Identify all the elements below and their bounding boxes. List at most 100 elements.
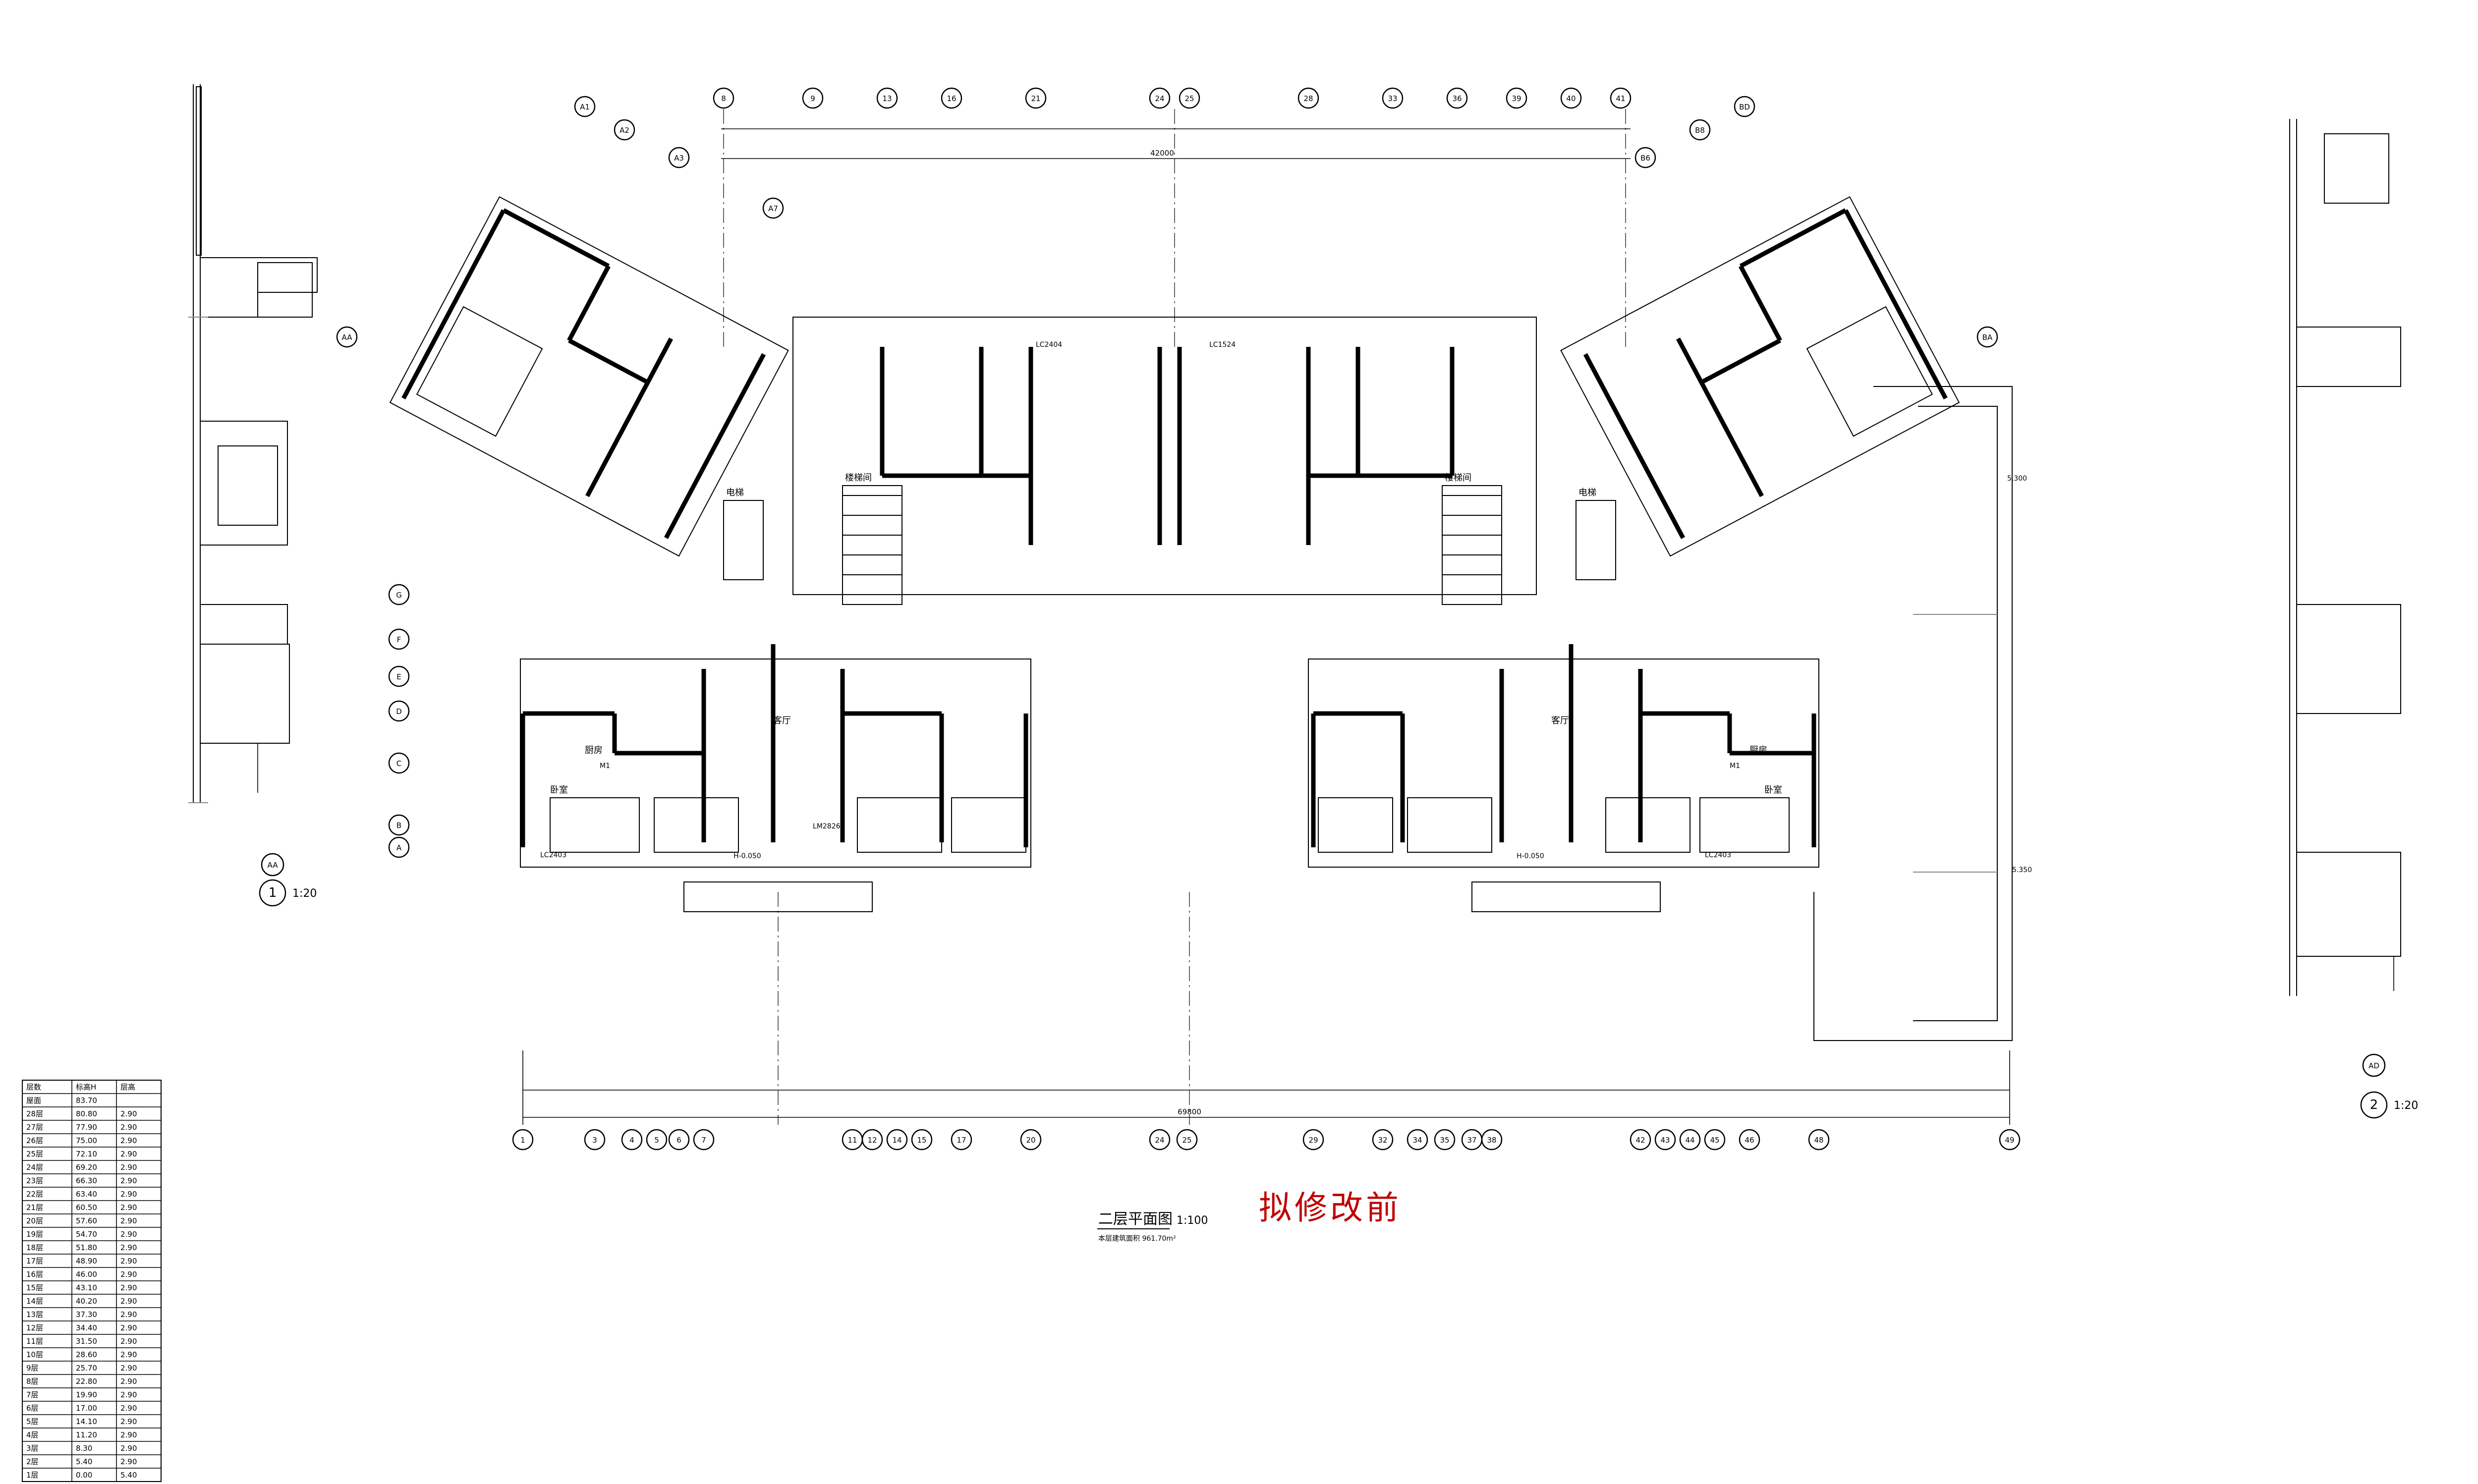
detail-1-id: 1	[269, 885, 277, 900]
floor-table-cell: 2.90	[120, 1203, 137, 1212]
top-axis-label: 40	[1566, 94, 1576, 103]
bottom-axis-label: 5	[654, 1136, 659, 1145]
left-axis-bubbles	[388, 584, 410, 858]
bottom-axis-label: 7	[701, 1136, 706, 1145]
window-tag: LC2403	[540, 851, 566, 859]
floor-table-cell: 14.10	[76, 1417, 97, 1426]
floor-table-cell: 2.90	[120, 1270, 137, 1279]
floor-table-cell: 5层	[26, 1417, 39, 1426]
floor-table-cell: 63.40	[76, 1190, 97, 1199]
floor-table-cell: 20层	[26, 1216, 43, 1225]
floor-table-cell: 22层	[26, 1190, 43, 1199]
floor-table-cell: 2.90	[120, 1123, 137, 1132]
wing-axis-bubbles	[336, 96, 1998, 348]
floor-table-cell: 2.90	[120, 1109, 137, 1118]
floor-table-cell: 16层	[26, 1270, 43, 1279]
floor-table-cell: 5.40	[120, 1471, 137, 1480]
bottom-axis-label: 14	[892, 1136, 901, 1145]
floor-table-cell: 27层	[26, 1123, 43, 1132]
floor-table-cell: 屋面	[26, 1096, 41, 1105]
floor-table-cell: 28层	[26, 1109, 43, 1118]
left-axis-label: C	[396, 759, 401, 768]
floor-table-cell: 1层	[26, 1471, 39, 1480]
floor-table-cell: 0.00	[76, 1471, 92, 1480]
floor-table-cell: 80.80	[76, 1109, 97, 1118]
floor-table-cell: 17.00	[76, 1404, 97, 1413]
top-axis-label: 13	[882, 94, 892, 103]
floor-table-cell: 51.80	[76, 1243, 97, 1252]
floor-table-cell: 2.90	[120, 1417, 137, 1426]
floor-table-cell: 66.30	[76, 1176, 97, 1185]
floor-table-cell: 2.90	[120, 1190, 137, 1199]
bottom-axis-label: 38	[1487, 1136, 1496, 1145]
top-axis-label: 39	[1512, 94, 1521, 103]
left-axis-label: E	[396, 672, 401, 681]
drawing-title: 二层平面图	[1098, 1210, 1173, 1228]
bottom-axis-label: 15	[917, 1136, 926, 1145]
floor-table-cell: 2.90	[120, 1163, 137, 1172]
detail-2-bubble	[2360, 1091, 2388, 1119]
floor-table-cell: 4层	[26, 1430, 39, 1439]
floor-table-cell: 17层	[26, 1257, 43, 1265]
floor-table-cell: 19层	[26, 1230, 43, 1239]
left-axis-label: A	[396, 843, 402, 852]
floor-table-cell: 11.20	[76, 1430, 97, 1439]
bottom-axis-label: 25	[1182, 1136, 1191, 1145]
floor-table-cell: 31.50	[76, 1337, 97, 1346]
floor-table-cell: 8.30	[76, 1444, 92, 1453]
section-detail-2	[2289, 119, 2401, 996]
room-label-stair: 楼梯间	[845, 473, 872, 483]
floor-table-cell: 23层	[26, 1176, 43, 1185]
floor-table-cell: 57.60	[76, 1216, 97, 1225]
window-tag: LC1524	[1209, 341, 1236, 349]
floor-table-cell: 9层	[26, 1364, 39, 1373]
wing-axis-label: A3	[674, 154, 684, 163]
bottom-axis-label: 20	[1026, 1136, 1035, 1145]
room-label-bedroom: 卧室	[1764, 785, 1782, 795]
bottom-axis-label: 34	[1412, 1136, 1422, 1145]
detail-1-scale: 1:20	[292, 887, 317, 900]
central-core	[723, 317, 1616, 605]
room-label-living: 客厅	[1551, 715, 1569, 726]
floor-table-cell: 2.90	[120, 1297, 137, 1306]
floor-table-cell: 2.90	[120, 1377, 137, 1386]
door-tag: M1	[600, 762, 610, 770]
floor-table-cell: 2.90	[120, 1364, 137, 1373]
floor-table-cell: 24层	[26, 1163, 43, 1172]
bottom-axis-bubbles	[512, 1129, 2021, 1151]
bottom-axis-label: 43	[1660, 1136, 1670, 1145]
drawing-scale: 1:100	[1177, 1214, 1208, 1227]
bottom-axis-label: 48	[1814, 1136, 1823, 1145]
left-axis-label: F	[397, 635, 401, 644]
floor-table-cell: 21层	[26, 1203, 43, 1212]
left-axis-label: G	[396, 591, 402, 600]
top-axis-label: 9	[810, 94, 815, 103]
floor-table-cell: 22.80	[76, 1377, 97, 1386]
floor-table-cell: 2.90	[120, 1430, 137, 1439]
floor-table-cell: 8层	[26, 1377, 39, 1386]
bottom-axis-label: 4	[629, 1136, 634, 1145]
room-label-kitchen: 厨房	[585, 745, 603, 756]
floor-table-cell: 2.90	[120, 1283, 137, 1292]
bottom-axis-label: 29	[1308, 1136, 1318, 1145]
top-axis-label: 25	[1184, 94, 1194, 103]
bottom-axis-label: 37	[1467, 1136, 1476, 1145]
level-tag: H-0.050	[733, 852, 761, 860]
floor-table-cell: 18层	[26, 1243, 43, 1252]
bottom-axis-label: 24	[1155, 1136, 1164, 1145]
bottom-dim-total: 69800	[1178, 1107, 1201, 1116]
wing-axis-label: A1	[580, 103, 590, 111]
floor-table-cell: 2.90	[120, 1216, 137, 1225]
bottom-axis-label: 42	[1635, 1136, 1645, 1145]
detail-2-scale: 1:20	[2394, 1099, 2418, 1112]
floor-table-cell: 37.30	[76, 1310, 97, 1319]
floor-area-note: 本层建筑面积 961.70m²	[1098, 1235, 1176, 1243]
floor-table-cell: 2.90	[120, 1390, 137, 1399]
bottom-axis-label: 6	[676, 1136, 681, 1145]
top-dim-total: 42000	[1150, 149, 1174, 158]
level-tag: 5.300	[2007, 475, 2027, 483]
floor-table-cell: 2.90	[120, 1444, 137, 1453]
bottom-axis-label: 11	[847, 1136, 857, 1145]
